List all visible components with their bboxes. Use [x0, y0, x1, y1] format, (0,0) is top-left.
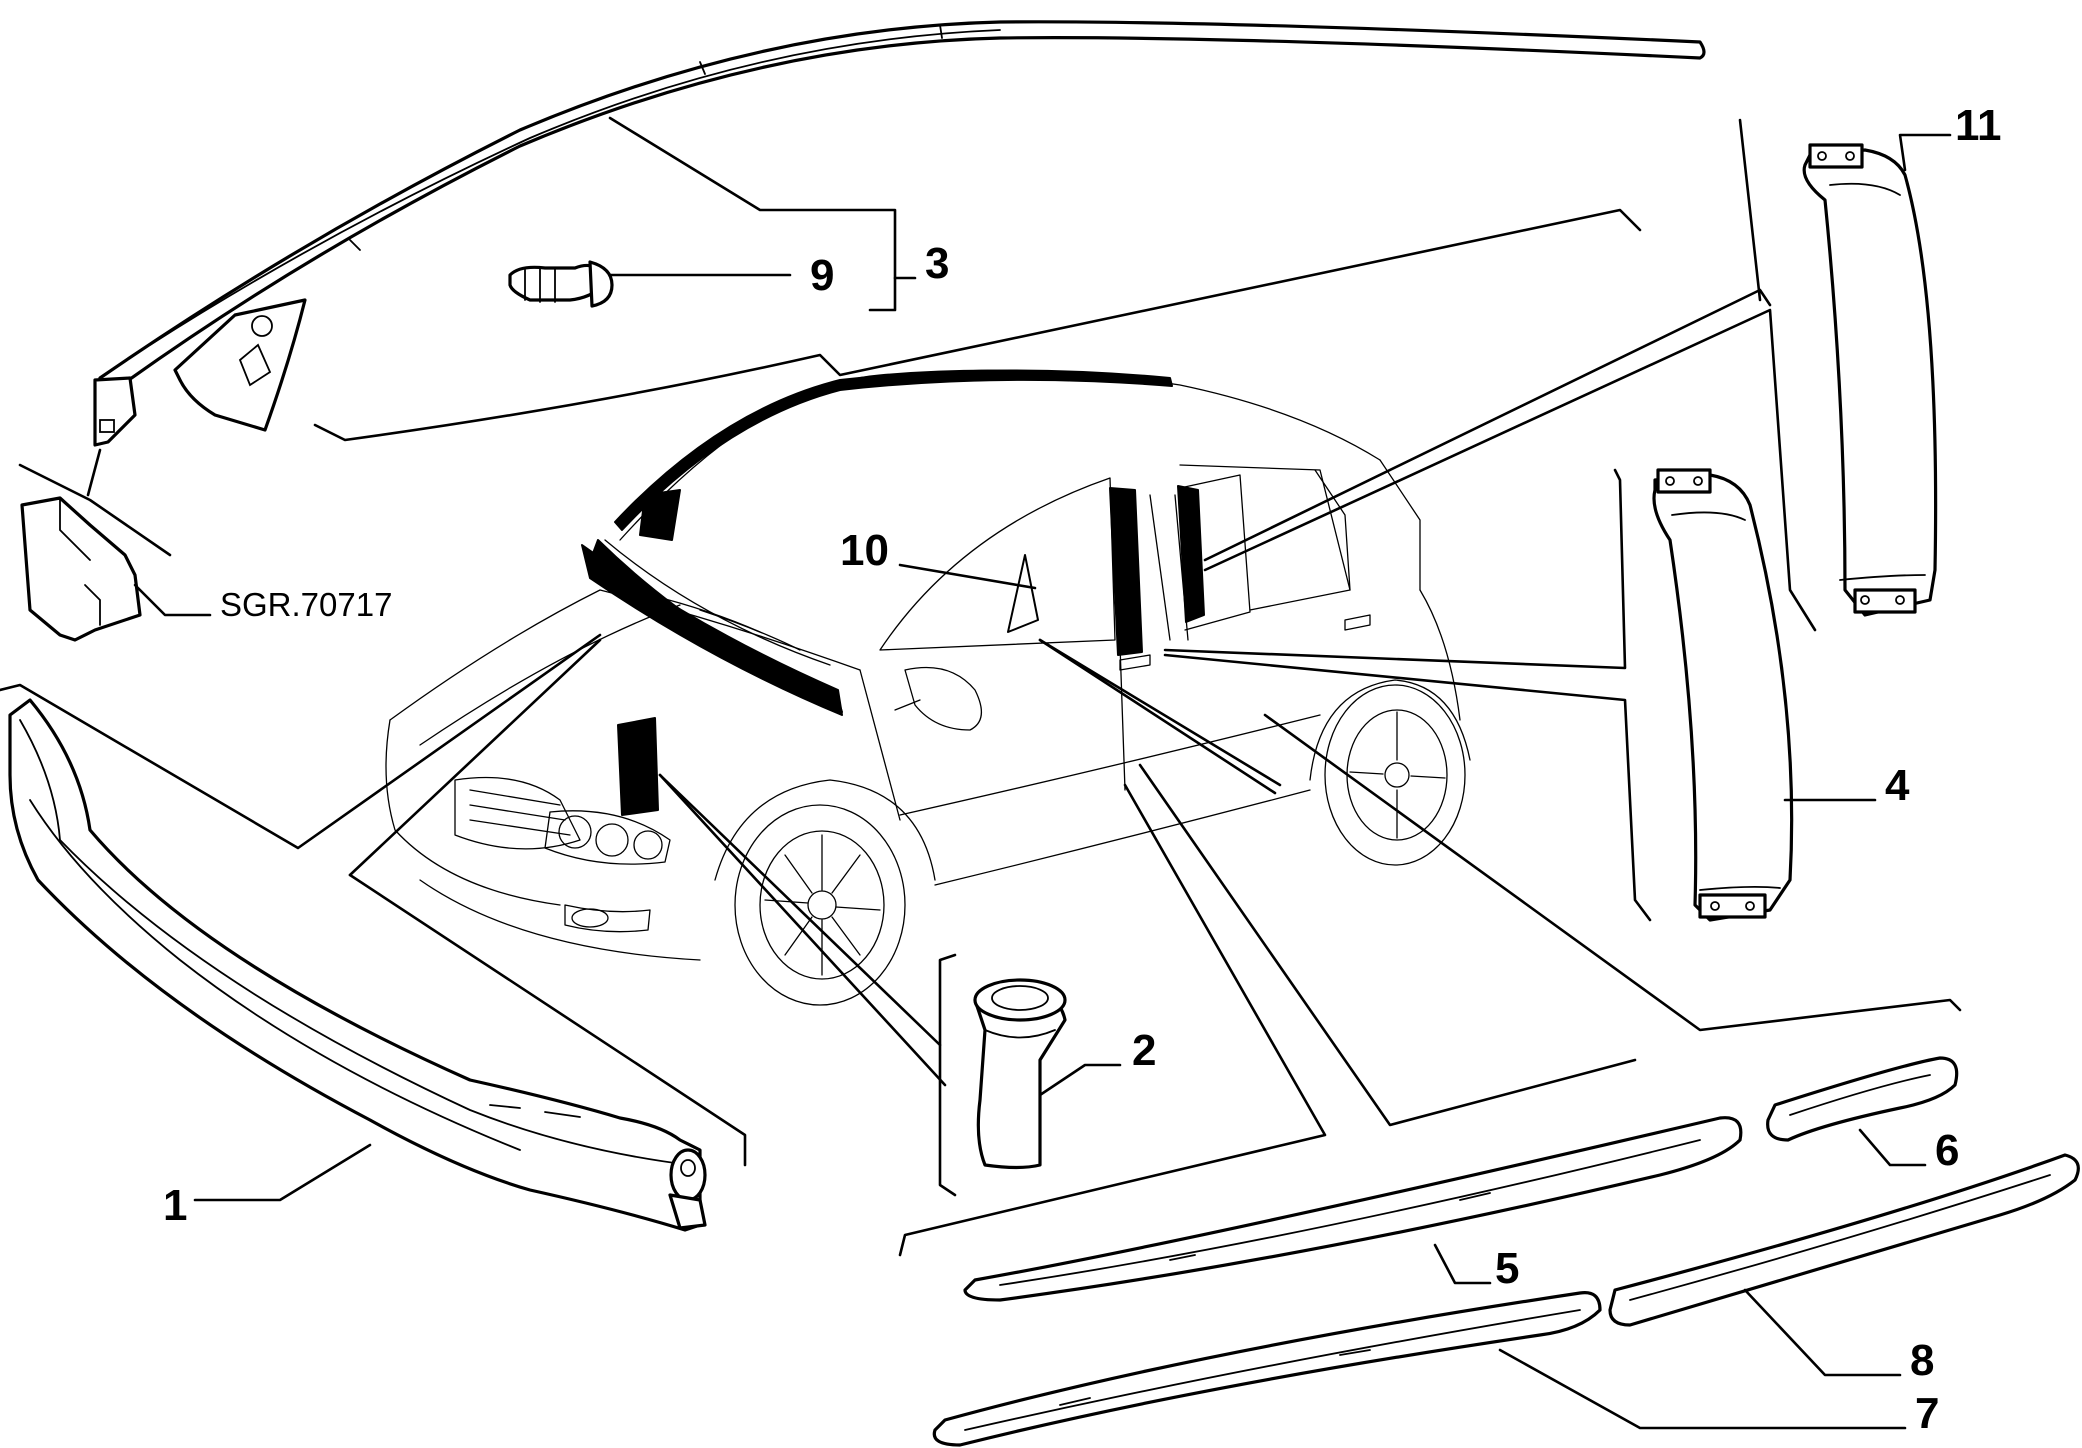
molding-part-7 [932, 1291, 1602, 1447]
push-pin-part [508, 260, 614, 308]
callout-7: 7 [1915, 1389, 1939, 1438]
door-pillar-seals-on-car [1007, 485, 1205, 656]
front-seal-part-1 [8, 698, 707, 1232]
callout-3: 3 [925, 239, 949, 288]
reference-code: SGR.70717 [220, 586, 392, 623]
car-outline [385, 369, 1471, 1006]
callout-5: 5 [1495, 1244, 1519, 1293]
callout-1: 1 [163, 1181, 187, 1230]
callout-9: 9 [810, 251, 834, 300]
pillar-seal-part-4 [1652, 468, 1794, 922]
callout-2: 2 [1132, 1026, 1156, 1075]
callout-4: 4 [1885, 761, 1910, 810]
molding-part-5 [963, 1116, 1743, 1302]
clip-part-sgr [20, 496, 142, 642]
fuel-filler-seal-on-car [617, 717, 659, 816]
windshield-seal-on-car [581, 369, 1173, 716]
callout-11: 11 [1955, 101, 2002, 150]
molding-part-8 [1608, 1153, 2080, 1327]
callout-6: 6 [1935, 1126, 1959, 1175]
pillar-seal-part-11 [1802, 143, 1938, 617]
molding-part-6 [1766, 1056, 1959, 1142]
leader-lines [0, 116, 1962, 1430]
callout-10: 10 [840, 526, 889, 575]
roof-molding-part [93, 20, 1706, 447]
callout-8: 8 [1910, 1336, 1934, 1385]
filler-hose-part-2 [973, 978, 1067, 1170]
